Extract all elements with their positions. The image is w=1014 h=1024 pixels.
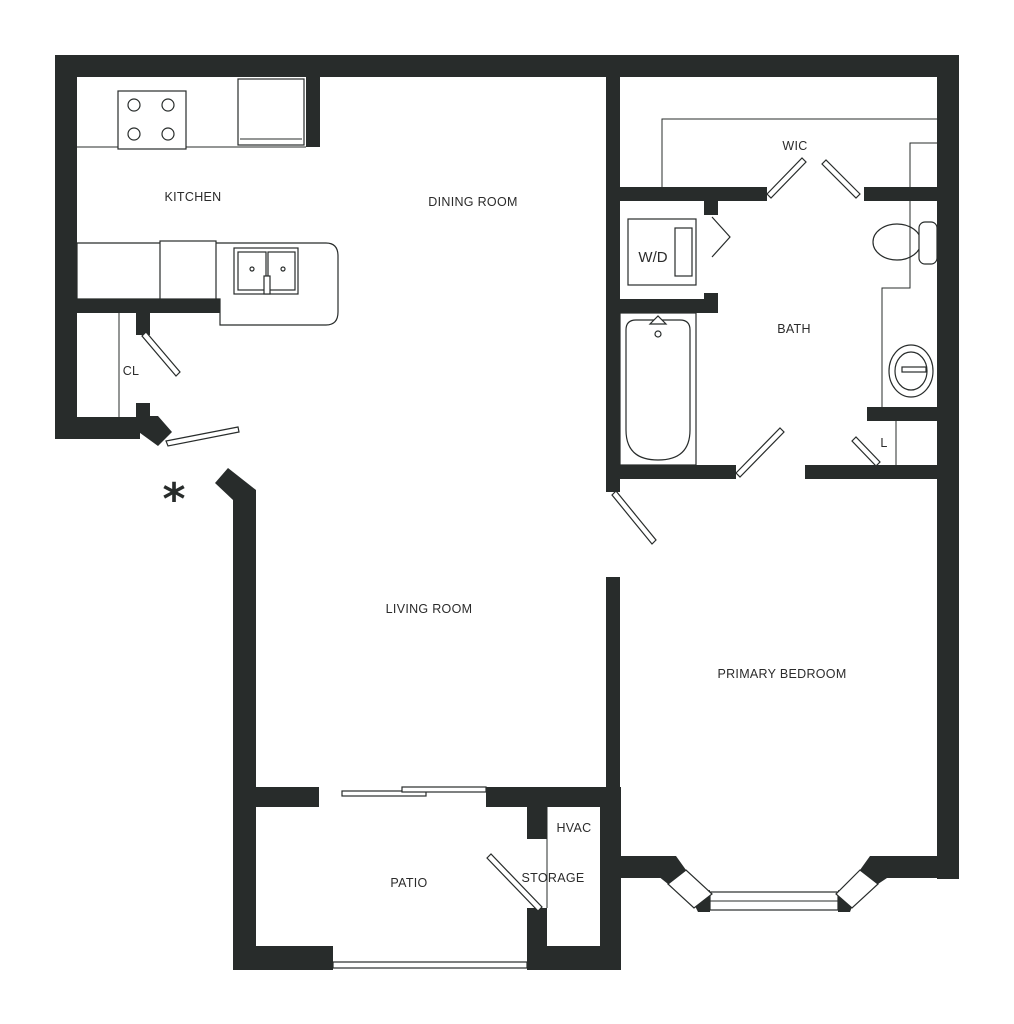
label-bath: BATH [777,322,811,336]
wic-door-left[interactable] [766,157,807,199]
closet-door[interactable] [141,331,181,377]
linen-door[interactable] [851,436,881,467]
entry-door[interactable] [165,426,240,447]
bath-door[interactable] [735,427,785,478]
kitchen-fixtures [76,78,339,326]
label-wd: W/D [638,249,667,266]
dishwasher-icon [159,240,217,300]
stove-icon [117,90,187,150]
label-linen: L [880,436,887,450]
room-labels: KITCHEN DINING ROOM WIC W/D BATH CL L LI… [123,139,888,890]
doors [141,157,881,912]
label-patio: PATIO [390,876,427,890]
walls [55,55,959,970]
wd-bifold-door[interactable] [711,216,731,258]
label-closet: CL [123,364,140,378]
wic-door-right[interactable] [821,159,861,199]
storage-door[interactable] [486,853,543,912]
patio-sliding-door[interactable] [341,790,427,797]
label-primary-bedroom: PRIMARY BEDROOM [717,667,846,681]
refrigerator-icon [237,78,305,146]
label-dining-room: DINING ROOM [428,195,517,209]
label-living-room: LIVING ROOM [386,602,473,616]
bath-fixtures [619,201,938,466]
label-hvac: HVAC [556,821,591,835]
label-wic: WIC [782,139,807,153]
wic-fixtures [661,118,937,187]
label-storage: STORAGE [522,871,585,885]
label-kitchen: KITCHEN [165,190,222,204]
windows [332,869,879,969]
bedroom-door[interactable] [611,490,657,545]
toilet-icon [872,223,922,261]
entry-marker-icon: * [162,474,185,525]
